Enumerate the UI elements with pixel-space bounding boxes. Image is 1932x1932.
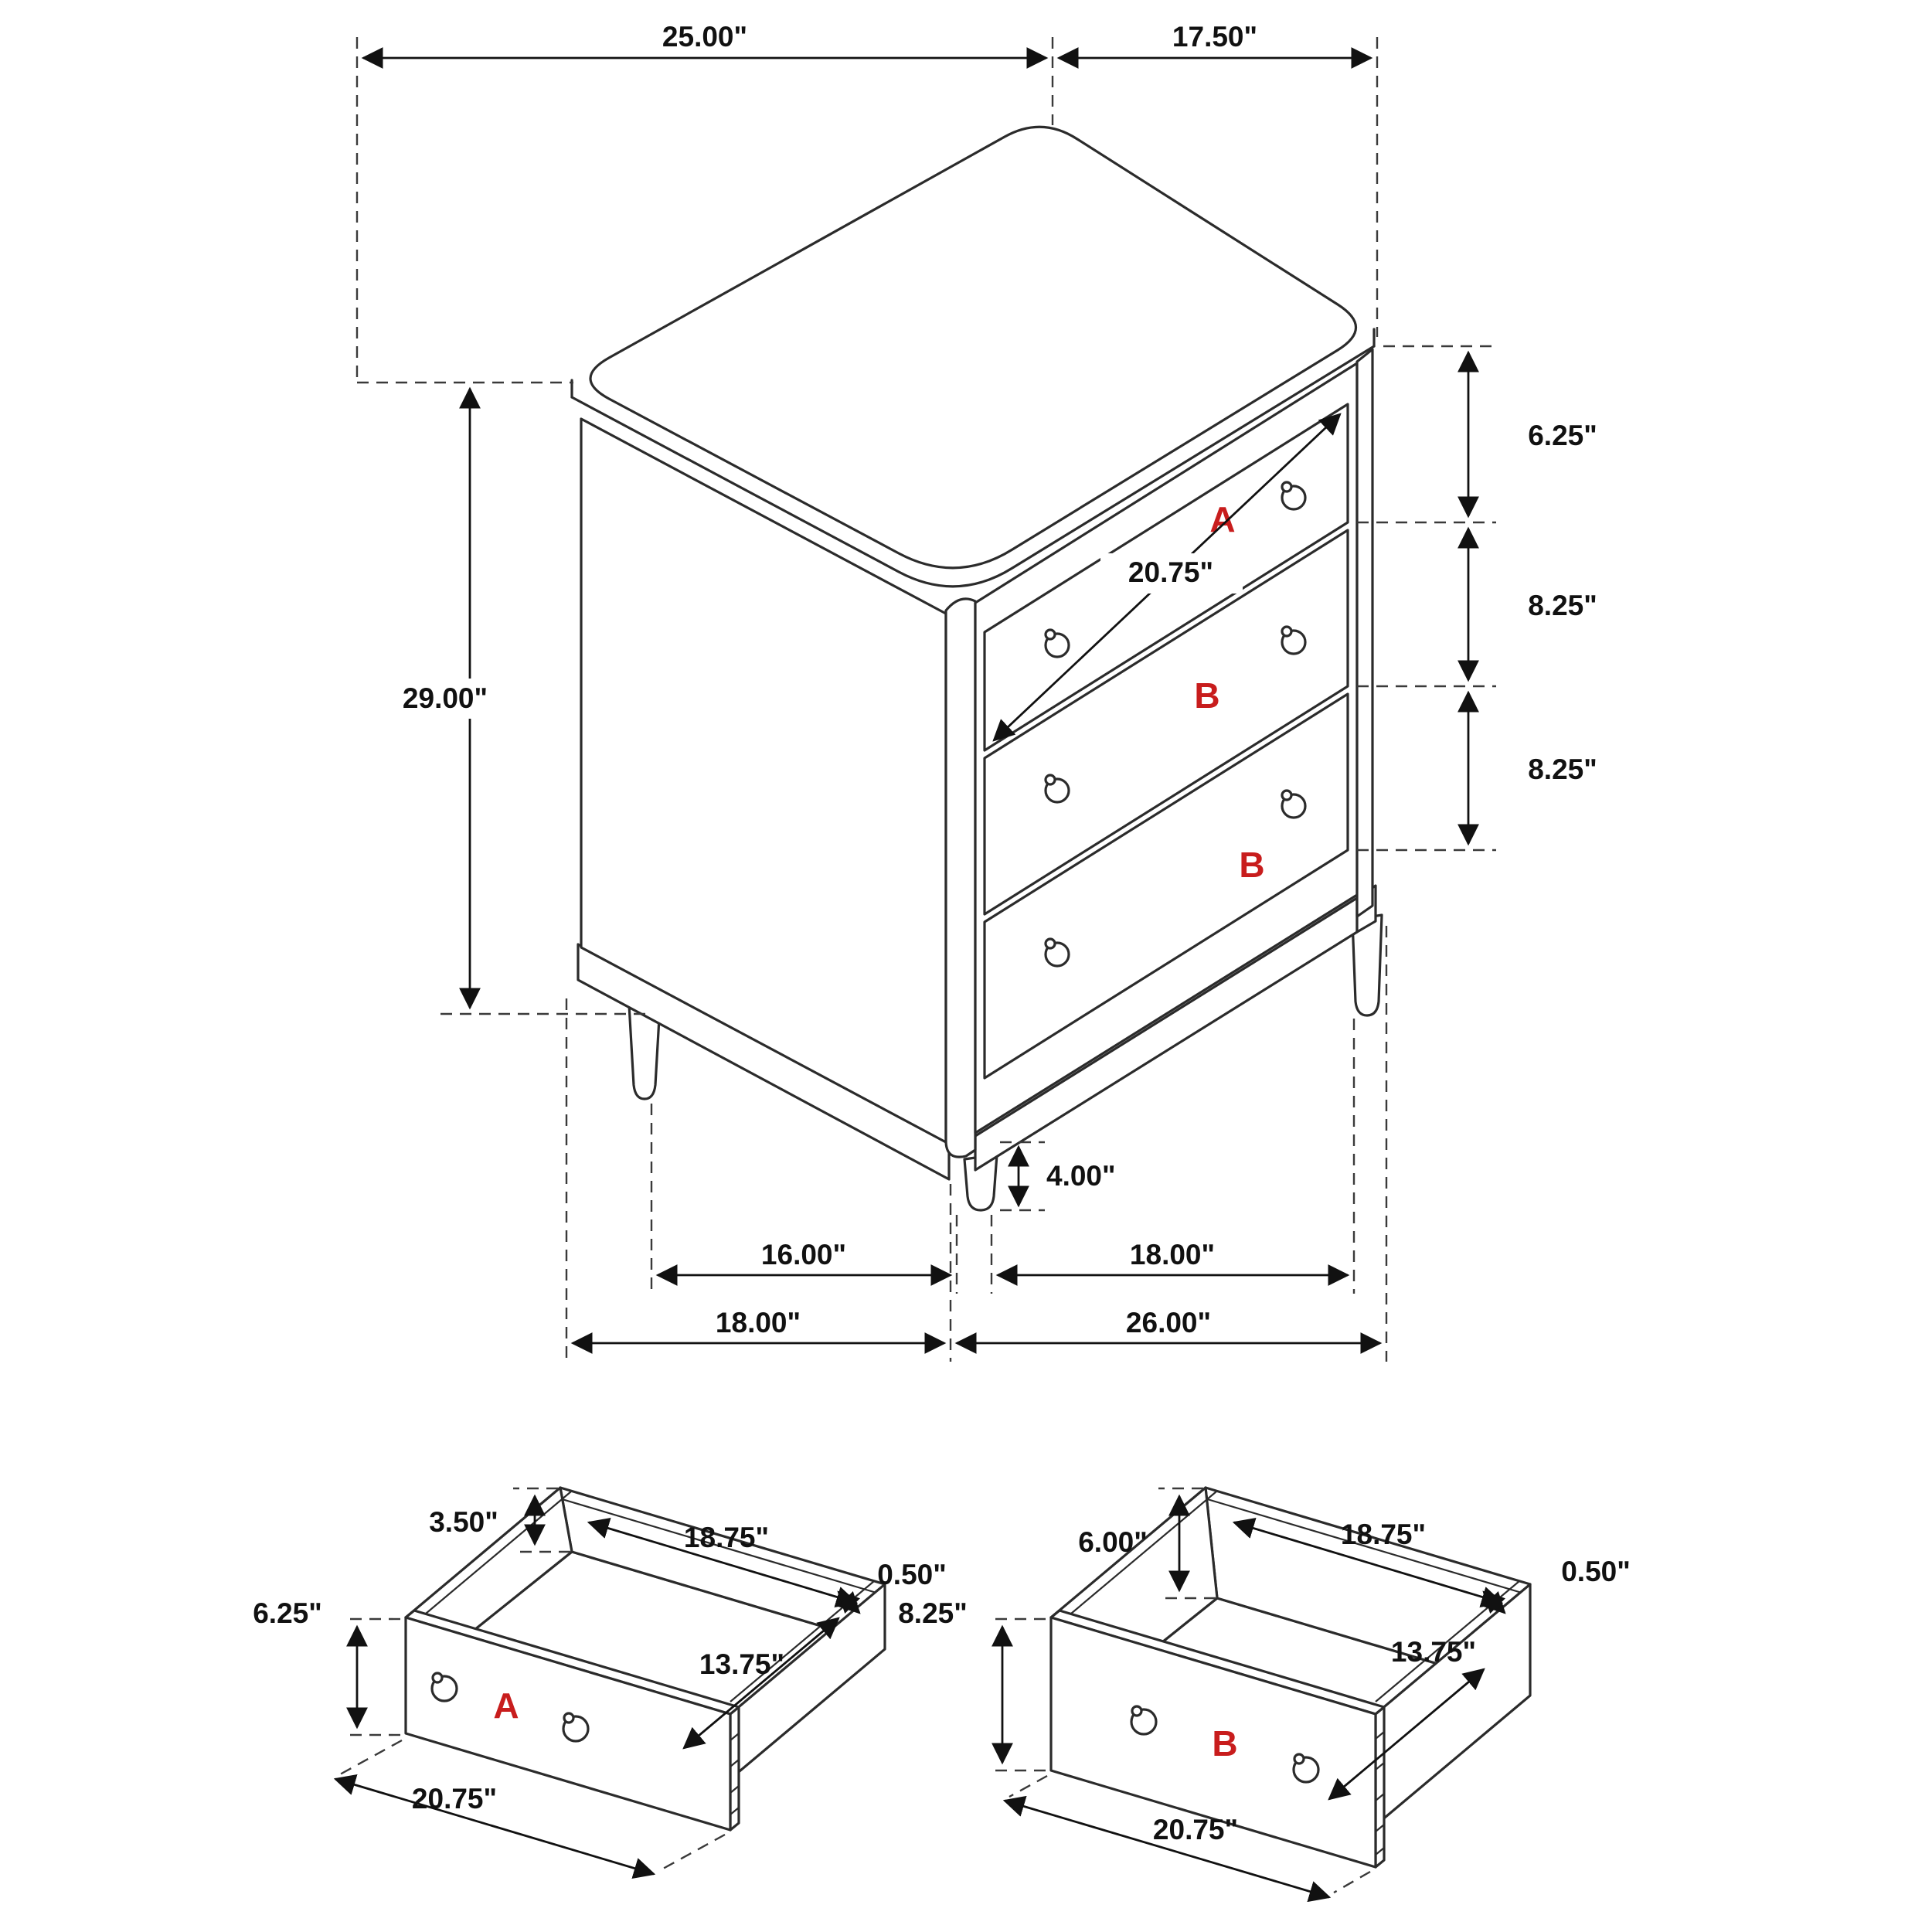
a-left-wall-inner-edge xyxy=(420,1491,572,1618)
knob-stem-icon xyxy=(1281,625,1293,638)
drawer-label-b1: B xyxy=(1194,675,1219,716)
drawer-b-dimensions: 6.00" 18.75" 0.50" 8.25" 13.75" 20.75" xyxy=(898,1487,1631,1903)
knob-stem-icon xyxy=(1281,481,1293,493)
label-overall-depth: 18.00" xyxy=(716,1307,801,1338)
knob-stem-icon xyxy=(1293,1753,1305,1765)
label-b-front-height: 8.25" xyxy=(898,1597,968,1629)
label-drawer-a-height: 6.25" xyxy=(1528,420,1597,451)
dim-b-outer-width xyxy=(1002,1795,1332,1903)
label-b-outer-width: 20.75" xyxy=(1153,1814,1238,1845)
b-left-wall-inner-edge xyxy=(1066,1491,1217,1618)
extension-lines xyxy=(355,37,1496,1362)
knob-stem-icon xyxy=(1044,937,1056,950)
label-leg-height: 4.00" xyxy=(1046,1160,1116,1192)
dim-b-side-thickness xyxy=(1482,1590,1506,1614)
dim-b-inner-width xyxy=(1232,1517,1504,1608)
b-knobs xyxy=(1130,1705,1320,1784)
drawer-b-letter: B xyxy=(1212,1723,1237,1764)
main-view-dimensions: 25.00" 17.50" 29.00" 6.25" 8.25" 8.25" 2… xyxy=(355,21,1597,1362)
label-a-front-height: 6.25" xyxy=(253,1597,322,1629)
label-overall-width: 26.00" xyxy=(1126,1307,1211,1338)
label-leg-span-width: 18.00" xyxy=(1130,1239,1215,1270)
label-overall-height: 29.00" xyxy=(403,682,488,714)
chest-right-post xyxy=(1355,348,1374,918)
chest-leg-front xyxy=(963,1153,998,1212)
label-a-back-height: 3.50" xyxy=(429,1506,498,1538)
drawer-label-b2: B xyxy=(1239,845,1264,885)
label-top-depth: 17.50" xyxy=(1172,21,1257,53)
label-drawer-front-width: 20.75" xyxy=(1128,556,1213,588)
label-a-side-thickness: 0.50" xyxy=(877,1559,947,1590)
chest-leg-left xyxy=(628,1003,662,1100)
knob-stem-icon xyxy=(563,1712,575,1724)
drawer-a-detail-view: A 3.50" 18.75" 0.50" 6.25" 13.75" 20.75" xyxy=(253,1486,947,1879)
label-b-inner-depth: 13.75" xyxy=(1391,1636,1476,1668)
a-knobs xyxy=(430,1672,590,1743)
drawer-b-detail-view: B 6.00" 18.75" 0.50" 8.25" 13.75" 20.75" xyxy=(898,1486,1631,1903)
label-b-back-height: 6.00" xyxy=(1078,1526,1148,1558)
dim-a-inner-depth xyxy=(682,1617,840,1750)
knob-stem-icon xyxy=(1131,1705,1143,1717)
label-drawer-b2-height: 8.25" xyxy=(1528,753,1597,785)
label-b-inner-width: 18.75" xyxy=(1341,1519,1426,1550)
chest-leg-right xyxy=(1351,913,1383,1017)
chest-corner-post xyxy=(944,597,977,1158)
label-leg-span-depth: 16.00" xyxy=(761,1239,846,1270)
label-a-outer-width: 20.75" xyxy=(412,1783,497,1815)
dim-a-side-thickness xyxy=(837,1590,861,1614)
label-a-inner-depth: 13.75" xyxy=(699,1648,784,1680)
label-b-side-thickness: 0.50" xyxy=(1561,1556,1631,1587)
knob-stem-icon xyxy=(1281,789,1293,801)
label-top-width: 25.00" xyxy=(662,21,747,53)
dim-a-inner-width xyxy=(587,1517,859,1608)
drawer-a-dimensions: 3.50" 18.75" 0.50" 6.25" 13.75" 20.75" xyxy=(253,1487,947,1879)
knob-stem-icon xyxy=(431,1672,444,1684)
knob-stem-icon xyxy=(1044,628,1056,641)
drawer-a-letter: A xyxy=(493,1685,519,1726)
label-a-inner-width: 18.75" xyxy=(684,1522,769,1553)
drawer-front-b2 xyxy=(983,692,1349,1080)
b-front-panel-end xyxy=(1374,1706,1386,1869)
knob-stem-icon xyxy=(1044,774,1056,786)
dim-b-inner-depth xyxy=(1328,1668,1485,1801)
chest-isometric-view: A B B xyxy=(570,125,1383,1212)
dim-a-outer-width xyxy=(333,1774,656,1879)
label-drawer-b1-height: 8.25" xyxy=(1528,590,1597,621)
